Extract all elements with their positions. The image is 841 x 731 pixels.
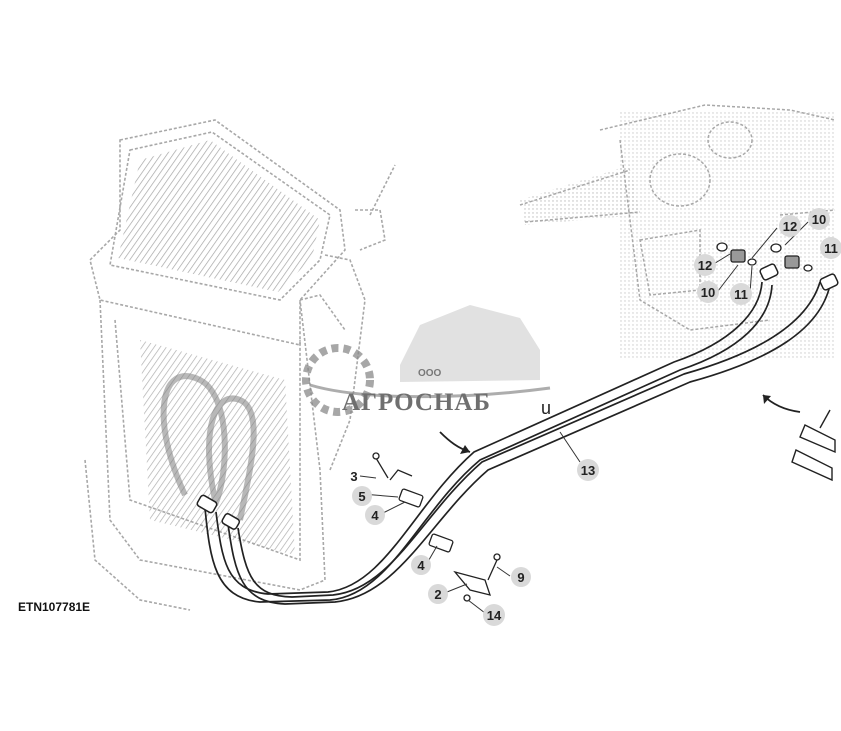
detached-hose — [791, 409, 836, 482]
hose-assembly — [204, 281, 831, 605]
callout-11a: 11 — [820, 237, 841, 259]
callout-12b-label: 12 — [698, 258, 712, 273]
lower-core-hatch — [140, 340, 295, 555]
callout-2: 2 — [428, 584, 448, 604]
connector-fittings — [716, 242, 813, 272]
callout-14: 14 — [483, 604, 505, 626]
callout-12a-label: 12 — [783, 219, 797, 234]
callout-11a-label: 11 — [824, 241, 838, 256]
figure-reference-code: ETN107781E — [18, 600, 91, 614]
callout-3-label: 3 — [350, 469, 357, 484]
callout-13: 13 — [577, 459, 599, 481]
callout-9-label: 9 — [517, 570, 524, 585]
callout-11b: 11 — [730, 283, 752, 305]
callout-10a: 10 — [808, 208, 830, 230]
watermark-suffix: u — [541, 398, 551, 418]
hose-fittings — [196, 263, 839, 530]
cooler-assembly — [84, 119, 396, 611]
callout-2-label: 2 — [434, 587, 441, 602]
cooler-internal-hoses — [160, 373, 257, 521]
watermark-harvester-icon — [400, 305, 540, 382]
callout-12a: 12 — [779, 215, 801, 237]
callout-5-label: 5 — [358, 489, 365, 504]
callout-14-label: 14 — [487, 608, 502, 623]
watermark-prefix: ООО — [418, 368, 442, 379]
callout-10a-label: 10 — [812, 212, 826, 227]
arrow-head-right — [763, 395, 771, 404]
arrow-head-left — [460, 445, 470, 454]
engine-assembly — [519, 104, 836, 360]
watermark-name: АГРОСНАБ — [342, 389, 491, 416]
callout-3: 3 — [350, 469, 357, 484]
callout-4b-label: 4 — [417, 558, 425, 573]
callout-4a-label: 4 — [371, 508, 379, 523]
callout-4a: 4 — [365, 505, 385, 525]
callout-11b-label: 11 — [734, 287, 748, 302]
callout-9: 9 — [511, 567, 531, 587]
upper-core-hatch — [118, 140, 320, 292]
watermark-gear-icon — [302, 344, 374, 416]
clamps — [372, 452, 501, 602]
callout-4b: 4 — [411, 555, 431, 575]
callout-12b: 12 — [694, 254, 716, 276]
callout-10b-label: 10 — [701, 285, 715, 300]
callout-13-label: 13 — [581, 463, 595, 478]
callout-10b: 10 — [697, 281, 719, 303]
callout-5: 5 — [352, 486, 372, 506]
watermark: ООО АГРОСНАБ u — [302, 305, 551, 418]
